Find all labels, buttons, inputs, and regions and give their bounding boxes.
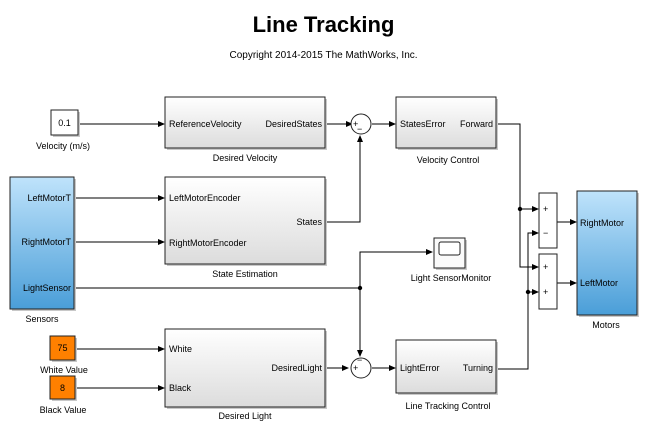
junction-forward bbox=[517, 206, 523, 212]
port-forward: Forward bbox=[460, 119, 493, 129]
port-left-motor: LeftMotor bbox=[580, 278, 618, 288]
white-constant-label: White Value bbox=[40, 365, 88, 375]
black-constant-value: 8 bbox=[60, 383, 65, 393]
port-desired-states: DesiredStates bbox=[265, 119, 322, 129]
junction-light bbox=[357, 285, 363, 291]
port-right-motor-t: RightMotorT bbox=[21, 237, 71, 247]
junction-turning bbox=[525, 289, 531, 295]
scope-screen-icon bbox=[438, 241, 461, 256]
light-sensor-monitor-scope[interactable]: Light SensorMonitor bbox=[411, 237, 492, 283]
white-value-constant-block[interactable]: 75 White Value bbox=[40, 335, 88, 375]
state-estimation-block[interactable]: LeftMotorEncoder RightMotorEncoder State… bbox=[164, 176, 327, 279]
motors-block[interactable]: RightMotor LeftMotor Motors bbox=[576, 190, 639, 330]
sensors-label: Sensors bbox=[25, 314, 59, 324]
sum-light-sign-1: + bbox=[353, 363, 358, 373]
port-light-error: LightError bbox=[400, 363, 440, 373]
line-tracking-control-block[interactable]: LightError Turning Line Tracking Control bbox=[395, 339, 498, 411]
sensors-block[interactable]: LeftMotorT RightMotorT LightSensor Senso… bbox=[9, 176, 76, 324]
black-value-constant-block[interactable]: 8 Black Value bbox=[40, 375, 87, 415]
signal-lines bbox=[76, 121, 577, 391]
port-desired-light: DesiredLight bbox=[271, 363, 322, 373]
wire-states-to-sum[interactable] bbox=[327, 135, 363, 223]
desired-velocity-label: Desired Velocity bbox=[213, 153, 278, 163]
sum-right-motor-block[interactable]: + − bbox=[538, 192, 558, 249]
scope-label: Light SensorMonitor bbox=[411, 273, 492, 283]
velocity-constant-block[interactable]: 0.1 Velocity (m/s) bbox=[36, 109, 90, 151]
diagram-title: Line Tracking bbox=[252, 12, 395, 37]
copyright-note: Copyright 2014-2015 The MathWorks, Inc. bbox=[229, 50, 418, 61]
port-left-motor-encoder: LeftMotorEncoder bbox=[169, 193, 241, 203]
sum-left-sign-2: + bbox=[543, 287, 548, 297]
line-tracking-control-label: Line Tracking Control bbox=[405, 401, 490, 411]
desired-light-label: Desired Light bbox=[218, 411, 272, 421]
wire-light-to-scope[interactable] bbox=[359, 249, 433, 288]
black-constant-label: Black Value bbox=[40, 405, 87, 415]
port-reference-velocity: ReferenceVelocity bbox=[169, 119, 242, 129]
velocity-control-block[interactable]: StatesError Forward Velocity Control bbox=[395, 96, 498, 165]
sum-velocity-sign-2: − bbox=[357, 124, 362, 134]
port-left-motor-t: LeftMotorT bbox=[27, 193, 71, 203]
state-estimation-label: State Estimation bbox=[212, 269, 278, 279]
sum-velocity-sign-1: + bbox=[353, 119, 358, 129]
sum-right-sign-2: − bbox=[543, 228, 548, 238]
port-light-sensor: LightSensor bbox=[23, 283, 71, 293]
port-black: Black bbox=[169, 383, 192, 393]
port-white: White bbox=[169, 344, 192, 354]
sum-light-sign-2: − bbox=[357, 355, 362, 365]
sum-velocity-block[interactable]: + − bbox=[350, 113, 372, 135]
sum-left-motor-block[interactable]: + + bbox=[538, 253, 558, 310]
sum-left-sign-1: + bbox=[543, 262, 548, 272]
sum-right-sign-1: + bbox=[543, 204, 548, 214]
wire-forward-to-sum-left[interactable] bbox=[498, 123, 539, 270]
velocity-constant-value: 0.1 bbox=[58, 118, 71, 128]
velocity-control-label: Velocity Control bbox=[417, 155, 480, 165]
port-right-motor: RightMotor bbox=[580, 218, 624, 228]
port-states-error: StatesError bbox=[400, 119, 446, 129]
motors-label: Motors bbox=[592, 320, 620, 330]
port-right-motor-encoder: RightMotorEncoder bbox=[169, 238, 247, 248]
desired-light-block[interactable]: White Black DesiredLight Desired Light bbox=[164, 328, 327, 421]
white-constant-value: 75 bbox=[57, 343, 67, 353]
port-turning: Turning bbox=[463, 363, 493, 373]
desired-velocity-block[interactable]: ReferenceVelocity DesiredStates Desired … bbox=[164, 96, 327, 163]
velocity-constant-label: Velocity (m/s) bbox=[36, 141, 90, 151]
wire-turning-to-sum-right[interactable] bbox=[498, 230, 539, 370]
sum-light-block[interactable]: + − bbox=[350, 355, 372, 379]
port-states: States bbox=[296, 217, 322, 227]
